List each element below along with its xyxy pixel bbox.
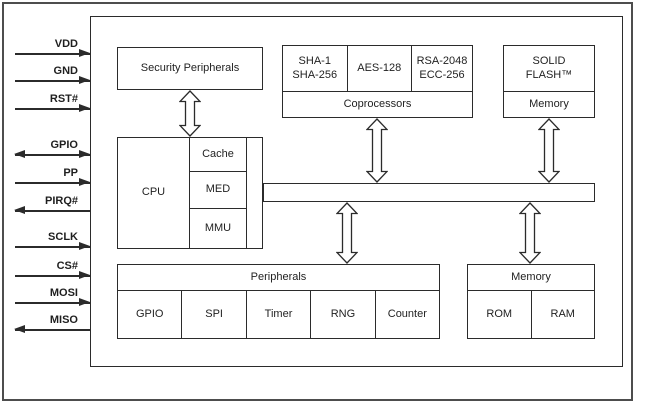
block-peripherals: Peripherals GPIO SPI Timer RNG Counter	[117, 264, 440, 339]
pin-label: SCLK	[48, 231, 78, 243]
pin-label: CS#	[56, 260, 78, 272]
block-label: Peripherals	[118, 265, 439, 291]
unit-timer: Timer	[247, 291, 312, 338]
arrow-bidirectional-icon	[14, 150, 90, 158]
unit-label-line: AES-128	[357, 61, 402, 74]
unit-rng: RNG	[311, 291, 376, 338]
unit-gpio: GPIO	[118, 291, 183, 338]
unit-spi: SPI	[182, 291, 247, 338]
pin-pp: PP	[15, 167, 90, 186]
pin-label: RST#	[49, 93, 78, 105]
arrow-right-icon	[15, 76, 90, 84]
pin-pirq: PIRQ#	[14, 195, 90, 214]
arrow-left-icon	[14, 206, 90, 214]
arrow-right-icon	[15, 49, 90, 57]
pin-label: GPIO	[50, 139, 78, 151]
block-label: Memory	[468, 265, 594, 291]
pin-sclk: SCLK	[15, 231, 90, 250]
pin-miso: MISO	[14, 314, 90, 333]
block-cpu: CPU Cache MED MMU	[117, 137, 263, 249]
unit-cache: Cache	[190, 138, 246, 172]
pin-cs: CS#	[15, 260, 90, 279]
pin-rst: RST#	[15, 93, 90, 112]
arrow-right-icon	[15, 298, 90, 306]
arrow-right-icon	[15, 242, 90, 250]
unit-mmu: MMU	[204, 221, 232, 234]
pin-label: GND	[53, 65, 78, 77]
arrow-right-icon	[15, 104, 90, 112]
block-label: Coprocessors	[283, 91, 472, 117]
double-arrow-bus-peripherals-icon	[336, 202, 358, 264]
unit-sha: SHA-1 SHA-256	[283, 46, 348, 91]
arrow-left-icon	[14, 325, 90, 333]
block-security-peripherals: Security Peripherals	[117, 47, 263, 90]
unit-rsa-ecc: RSA-2048 ECC-256	[412, 46, 472, 91]
block-solid-flash: SOLID FLASH™ Memory	[503, 45, 595, 118]
block-label: Security Peripherals	[140, 61, 240, 74]
block-coprocessors: SHA-1 SHA-256 AES-128 RSA-2048 ECC-256 C…	[282, 45, 473, 118]
coprocessor-units: SHA-1 SHA-256 AES-128 RSA-2048 ECC-256	[283, 46, 472, 91]
pin-label: MISO	[49, 314, 78, 326]
double-arrow-coprocessors-bus-icon	[366, 118, 388, 183]
system-bus	[263, 183, 595, 202]
double-arrow-bus-memory-icon	[519, 202, 541, 264]
memory-units: ROM RAM	[468, 291, 594, 338]
arrow-right-icon	[15, 271, 90, 279]
unit-med: MED	[190, 172, 246, 209]
double-arrow-flash-bus-icon	[538, 118, 560, 183]
pin-label: MOSI	[49, 287, 78, 299]
unit-label-line: ECC-256	[419, 68, 465, 81]
unit-label-line: RSA-2048	[416, 55, 468, 68]
pin-label: VDD	[54, 38, 78, 50]
figure-border	[2, 2, 633, 401]
solid-flash-title: SOLID FLASH™	[504, 46, 594, 91]
unit-label-line: SHA-256	[292, 68, 338, 81]
block-memory: Memory ROM RAM	[467, 264, 595, 339]
title-line: FLASH™	[525, 68, 573, 81]
peripheral-units: GPIO SPI Timer RNG Counter	[118, 291, 439, 338]
unit-counter: Counter	[387, 307, 427, 320]
unit-label-line: SHA-1	[298, 55, 331, 68]
block-label: Memory	[504, 91, 594, 117]
unit-aes: AES-128	[348, 46, 412, 91]
pin-label: PP	[63, 167, 78, 179]
pin-mosi: MOSI	[15, 287, 90, 306]
arrow-right-icon	[15, 178, 90, 186]
pin-gnd: GND	[15, 65, 90, 84]
pin-gpio: GPIO	[14, 139, 90, 158]
double-arrow-security-cpu-icon	[179, 90, 201, 137]
unit-ram: RAM	[550, 307, 575, 320]
unit-rom: ROM	[468, 291, 532, 338]
cpu-subunits: Cache MED MMU	[189, 138, 247, 248]
title-line: SOLID	[532, 55, 566, 68]
block-label: CPU	[141, 186, 166, 199]
pin-vdd: VDD	[15, 38, 90, 57]
pin-label: PIRQ#	[44, 195, 78, 207]
